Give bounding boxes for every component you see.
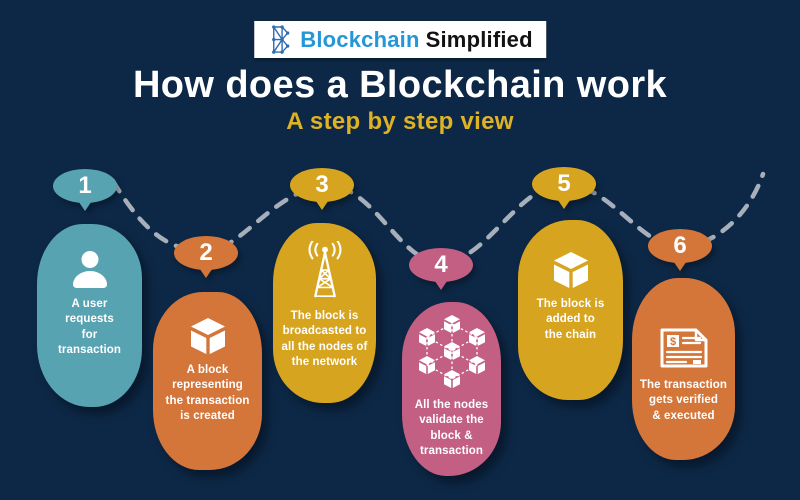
step-text: The transaction gets verified & executed — [639, 379, 728, 422]
step-text: A user requests for transaction — [57, 298, 122, 357]
step-text: A block representing the transaction is … — [165, 364, 250, 423]
step-3-number-bubble: 3 — [290, 168, 354, 202]
invoice-dollar-icon: $ — [658, 326, 710, 370]
brand-name-blue: Blockchain — [300, 26, 420, 52]
block-cube-icon — [187, 317, 229, 355]
step-6-number-bubble: 6 — [648, 229, 712, 263]
step-1-number-bubble: 1 — [53, 169, 117, 203]
step-number: 5 — [557, 170, 571, 197]
step-6-card: $ The transaction gets verified & execut… — [632, 278, 735, 460]
svg-text:$: $ — [669, 336, 675, 348]
step-number: 1 — [78, 172, 92, 199]
step-text: All the nodes validate the block & trans… — [414, 399, 489, 458]
blockchain-logo-icon — [267, 24, 293, 55]
step-text: The block is added to the chain — [536, 298, 605, 341]
step-number: 6 — [673, 232, 687, 259]
step-2-number-bubble: 2 — [174, 236, 238, 270]
nodes-network-icon — [418, 312, 486, 390]
block-cube-icon — [550, 251, 592, 289]
step-3-card: The block is broadcasted to all the node… — [273, 223, 376, 403]
step-number: 4 — [434, 251, 448, 278]
step-5-number-bubble: 5 — [532, 167, 596, 201]
step-5-card: The block is added to the chain — [518, 220, 623, 400]
step-number: 3 — [315, 171, 329, 198]
step-text: The block is broadcasted to all the node… — [281, 310, 368, 369]
page-subtitle: A step by step view — [286, 108, 514, 135]
step-1-card: A user requests for transaction — [37, 224, 142, 407]
brand-name-dark: Simplified — [425, 26, 533, 52]
step-4-number-bubble: 4 — [409, 248, 473, 282]
broadcast-tower-icon — [302, 239, 348, 301]
page-title: How does a Blockchain work — [132, 64, 668, 106]
step-number: 2 — [199, 239, 213, 266]
user-icon — [68, 249, 112, 289]
step-4-card: All the nodes validate the block & trans… — [402, 302, 501, 476]
step-2-card: A block representing the transaction is … — [153, 292, 262, 470]
